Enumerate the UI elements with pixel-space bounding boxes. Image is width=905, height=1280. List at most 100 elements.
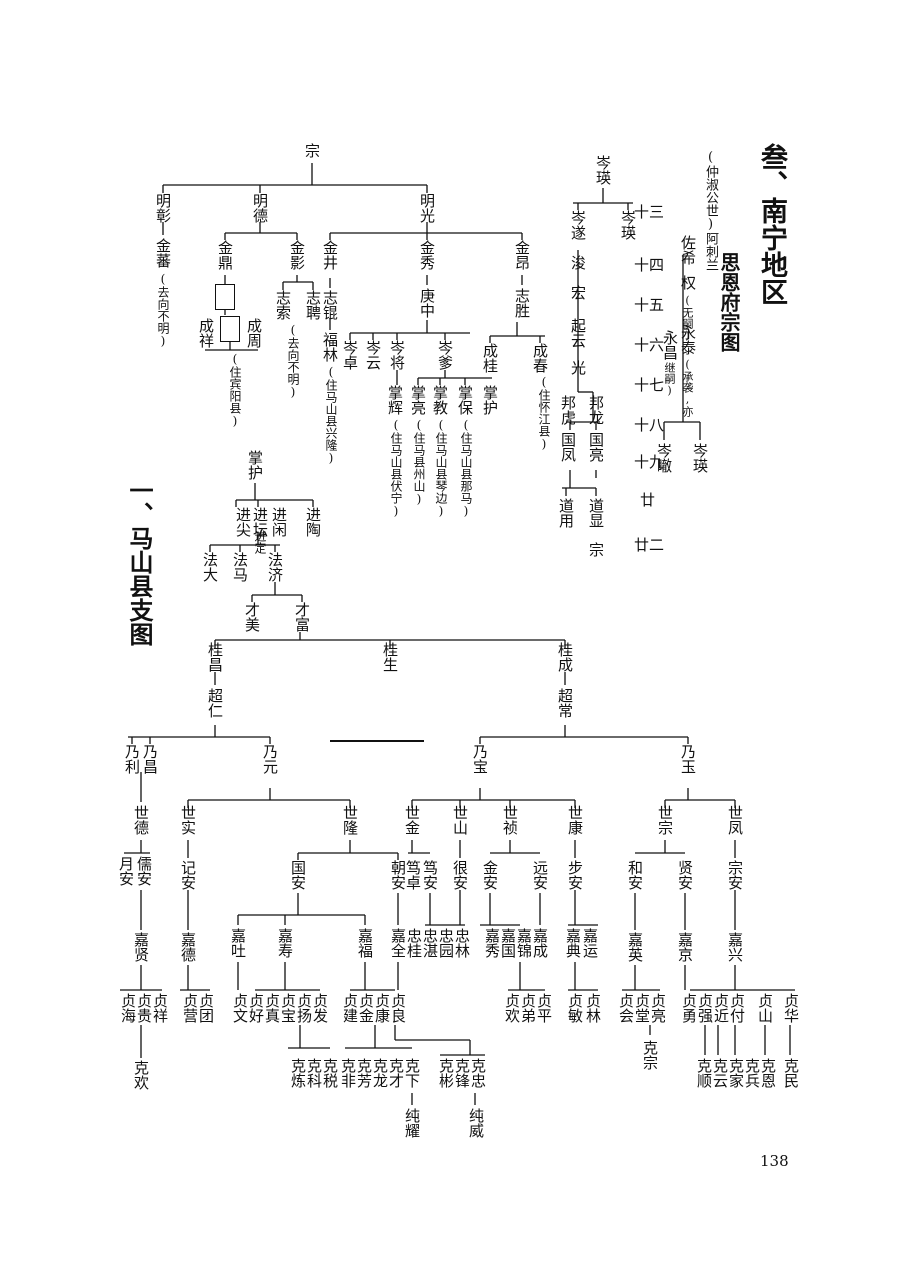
person-zhenhui: 贞会 [617, 993, 635, 1023]
person-shizong: 世宗 [656, 805, 674, 835]
gen-14: 十四 [634, 256, 665, 274]
person-naiyu: 乃玉 [679, 744, 697, 774]
person-jinding-sub: 进定 [253, 530, 267, 554]
person-cendie: 岑爹 [436, 340, 454, 370]
person-shishi: 世实 [179, 805, 197, 835]
person-guicheng: 桂成 [556, 642, 574, 672]
person-chaoan: 朝安 [389, 860, 407, 890]
person-mingzhang: 明彰 [154, 193, 172, 223]
person-jinjing: 金井 [321, 240, 339, 270]
person-jintan: 进坛 [251, 507, 269, 537]
person-zhanghu: 掌护 [246, 450, 264, 480]
person-zhangliang: 掌亮 [409, 385, 427, 415]
founder-name: (仲淑公世)阿刺兰 [703, 150, 718, 271]
person-zhanghu-top: 掌护 [481, 385, 499, 415]
person-keen: 克恩 [759, 1058, 777, 1088]
person-zong: 宗 [303, 143, 321, 158]
person-cenche: 岑瞮 [655, 443, 673, 473]
person-qiyun: 起云 [569, 318, 587, 348]
person-xianan: 贤安 [676, 860, 694, 890]
person-cenyun: 岑云 [364, 340, 382, 370]
person-shizhen: 世祯 [501, 805, 519, 835]
person-zhonggui: 忠桂 [405, 928, 423, 958]
person-zhenhuan: 贞欢 [503, 993, 521, 1023]
gen-13: 十三 [634, 203, 665, 221]
person-jiade: 嘉德 [179, 932, 197, 962]
person-kezong: 克宗 [641, 1040, 659, 1070]
person-jiayun: 嘉运 [581, 928, 599, 958]
person-shifeng: 世凤 [726, 805, 744, 835]
person-shide: 世德 [132, 805, 150, 835]
person-keshui: 克税 [321, 1058, 339, 1088]
person-guoan: 国安 [289, 860, 307, 890]
chengzhou-note: (住宾阳县) [228, 352, 242, 428]
person-keshun: 克顺 [695, 1058, 713, 1088]
person-zhenjin2: 贞金 [357, 993, 375, 1023]
person-chengzhou: 成周 [245, 318, 263, 348]
gen-16: 十六 [634, 336, 665, 354]
person-jiajing: 嘉京 [676, 932, 694, 962]
person-jiafu: 嘉福 [356, 928, 374, 958]
person-caimei: 才美 [243, 602, 261, 632]
person-zhenkang: 贞康 [373, 993, 391, 1023]
yongtai-note: (承袭,亦 [681, 358, 694, 417]
person-yuanan: 远安 [531, 860, 549, 890]
person-zong-bottom: 宗 [587, 542, 605, 557]
person-zhipin: 志聘 [304, 290, 322, 320]
zhanghui-note: (住马山县伏宁) [389, 418, 403, 518]
person-shilong: 世隆 [341, 805, 359, 835]
person-jiadian: 嘉典 [564, 928, 582, 958]
person-chaoren: 超仁 [206, 688, 224, 718]
person-hong: 宏 [569, 285, 587, 300]
person-naibao: 乃宝 [471, 744, 489, 774]
person-naiyuan: 乃元 [261, 744, 279, 774]
person-jinfan: 金蕃 [154, 238, 172, 268]
person-zhenhua: 贞华 [782, 993, 800, 1023]
person-zhenshan: 贞山 [756, 993, 774, 1023]
person-duan: 笃安 [421, 860, 439, 890]
person-zhenmin: 贞敏 [566, 993, 584, 1023]
person-guoliang: 国亮 [587, 432, 605, 462]
person-kexia: 克下 [403, 1058, 421, 1088]
person-jiaxiu: 嘉秀 [483, 928, 501, 958]
person-kecai: 克才 [387, 1058, 405, 1088]
page-number: 138 [760, 1152, 789, 1170]
zhangliang-note: (住马县州山) [412, 418, 426, 506]
person-zhikun: 志锟 [321, 290, 339, 320]
person-zhenjian: 贞建 [341, 993, 359, 1023]
person-jiaying: 嘉英 [626, 932, 644, 962]
region-heading: 叁、南宁地区 [756, 143, 787, 305]
yongchang-note: 继嗣) [663, 362, 676, 397]
branch-heading: 一、马山县支图 [125, 478, 153, 646]
person-jiashou: 嘉寿 [276, 928, 294, 958]
gen-20: 廿 [640, 491, 656, 509]
person-caifu: 才富 [293, 602, 311, 632]
person-fada: 法大 [201, 552, 219, 582]
person-cenjiang: 岑将 [388, 340, 406, 370]
person-mingde: 明德 [251, 193, 269, 223]
person-zhentang: 贞堂 [633, 993, 651, 1023]
zhisuo-note: (去向不明) [286, 323, 300, 399]
person-kefeng: 克锋 [453, 1058, 471, 1088]
person-zhenjin: 贞近 [712, 993, 730, 1023]
person-zhenbao: 贞宝 [279, 993, 297, 1023]
person-jinjian: 进尖 [234, 507, 252, 537]
person-fama: 法马 [231, 552, 249, 582]
person-keke: 克科 [305, 1058, 323, 1088]
clan-heading: 思恩府宗图 [717, 252, 741, 352]
person-zhenzhen: 贞真 [263, 993, 281, 1023]
person-jinan: 金安 [481, 860, 499, 890]
person-zhenwen: 贞文 [231, 993, 249, 1023]
person-kefang: 克芳 [355, 1058, 373, 1088]
person-jinang: 金昂 [513, 240, 531, 270]
person-zhongyuan: 忠园 [437, 928, 455, 958]
person-cenying-top: 岑瑛 [594, 155, 612, 185]
person-zhenliang2: 贞良 [389, 993, 407, 1023]
person-kefei: 克非 [339, 1058, 357, 1088]
person-zhonglin: 忠林 [453, 928, 471, 958]
person-zuoxi: 佐希 [679, 235, 697, 265]
person-jiaxing: 嘉兴 [726, 932, 744, 962]
person-zhisheng: 志胜 [513, 288, 531, 318]
